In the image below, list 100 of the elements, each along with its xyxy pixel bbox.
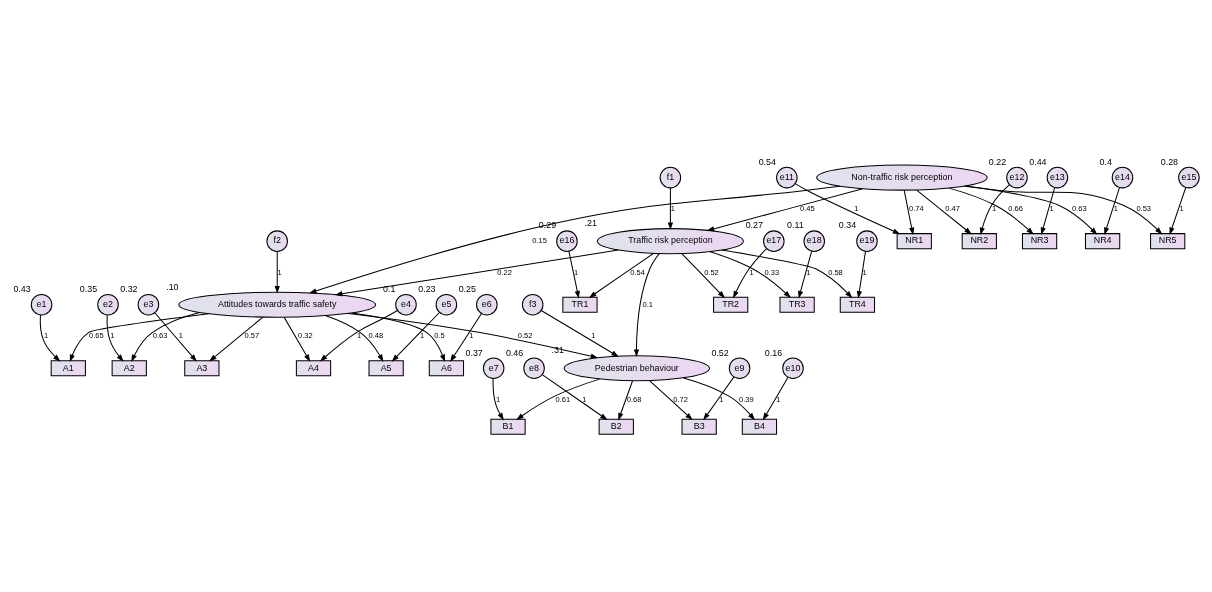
node-label: 0.52 <box>711 347 729 358</box>
arrow <box>540 309 619 357</box>
arrow <box>798 250 813 299</box>
node-circle: e6 <box>476 293 498 316</box>
edge-label: 1 <box>862 267 867 277</box>
edge-label: 1 <box>776 394 781 404</box>
edge-label: 1 <box>991 204 997 214</box>
node-box: B2 <box>598 418 634 435</box>
node-box: NR4 <box>1084 233 1121 250</box>
arrow <box>1169 186 1187 236</box>
edge-label: 0.57 <box>244 331 260 341</box>
node-circle: e1 <box>30 293 53 316</box>
edge-label: 1 <box>1049 204 1054 214</box>
arrow <box>733 248 768 299</box>
arrow <box>131 312 201 363</box>
arrow <box>667 187 674 231</box>
node-label: 0.28 <box>1160 156 1179 167</box>
node-label: 0.23 <box>418 283 436 294</box>
node-label: 0.32 <box>120 283 138 294</box>
node-circle: f2 <box>266 230 288 252</box>
edge-label: 0.5 <box>434 331 445 341</box>
node-box: A4 <box>295 360 332 377</box>
edge-label: 1 <box>469 331 474 341</box>
node-circle: e16 <box>556 230 578 252</box>
edge-label: 1 <box>1179 204 1184 214</box>
edge-label: 0.22 <box>497 267 512 277</box>
node-box: TR2 <box>713 296 749 313</box>
arrow <box>965 185 1098 235</box>
arrow <box>588 253 654 298</box>
node-circle: e12 <box>1006 166 1028 189</box>
arrow <box>856 251 866 299</box>
arrow <box>492 378 504 421</box>
node-label: 0.34 <box>838 220 857 231</box>
edge-label: 1 <box>178 331 184 341</box>
arrow <box>154 312 197 362</box>
edge-label: 0.61 <box>555 394 571 404</box>
node-circle: e4 <box>395 293 417 316</box>
edge-label: 0.74 <box>908 204 924 214</box>
edge-label: 1 <box>670 204 675 214</box>
node-circle: e5 <box>435 293 458 316</box>
arrow <box>541 374 608 421</box>
node-label: 0.22 <box>988 156 1007 167</box>
edge-label: 0.15 <box>532 236 547 246</box>
arrow <box>948 187 1034 235</box>
edge-label: 1 <box>719 394 724 404</box>
node-circle: e19 <box>856 230 878 252</box>
node-label: .10 <box>166 281 179 292</box>
node-label: 0.44 <box>1029 156 1047 167</box>
edge-label: 1 <box>591 331 596 341</box>
node-label: 0.43 <box>13 283 31 294</box>
arrow <box>964 185 1163 235</box>
arrow <box>618 380 633 421</box>
edge-label: 0.63 <box>1072 204 1087 214</box>
edge-label: 0.58 <box>828 267 843 277</box>
node-box: B1 <box>490 418 526 435</box>
edge-label: 0.63 <box>152 331 168 341</box>
node-circle: e2 <box>97 293 119 316</box>
edge-label: 0.32 <box>297 331 313 341</box>
edge-label: 1 <box>419 331 425 341</box>
edge-label: 0.53 <box>1136 204 1152 214</box>
node-circle: e8 <box>523 357 545 380</box>
arrow <box>681 253 726 299</box>
node-box: B3 <box>681 418 717 435</box>
arrow <box>682 377 756 421</box>
edge-label: 0.52 <box>704 267 719 277</box>
node-label: 0.46 <box>505 347 524 358</box>
edge-label: 1 <box>1113 204 1119 214</box>
edge-label: 0.52 <box>517 331 533 341</box>
node-label: 0.16 <box>764 347 783 358</box>
node-circle: e15 <box>1178 166 1200 189</box>
node-circle: e11 <box>776 166 798 189</box>
edge-label: 1 <box>277 267 282 277</box>
edge-label: 1 <box>43 331 49 341</box>
node-ellipse: Non-traffic risk perception <box>816 164 988 191</box>
arrow <box>649 380 693 421</box>
node-box: TR4 <box>839 296 876 313</box>
node-box: A3 <box>184 360 220 377</box>
arrow <box>351 312 445 363</box>
edge-label: 0.66 <box>1008 204 1023 214</box>
edge-label: 0.65 <box>89 331 104 341</box>
node-box: TR1 <box>562 296 598 313</box>
arrow <box>516 378 601 420</box>
arrow <box>283 316 311 362</box>
edge-label: 1 <box>749 267 754 277</box>
edge-label: 0.1 <box>642 299 654 309</box>
edge-label: 1 <box>806 267 811 277</box>
arrow <box>391 312 440 362</box>
edge-label: 1 <box>110 331 115 341</box>
arrow <box>794 183 901 235</box>
node-label: 0.11 <box>787 220 804 231</box>
arrow <box>209 316 264 362</box>
arrow <box>979 184 1010 236</box>
arrow <box>450 313 483 362</box>
node-box: NR3 <box>1021 233 1058 250</box>
node-box: A6 <box>428 360 465 377</box>
arrow <box>709 251 791 298</box>
arrow <box>309 185 841 294</box>
node-circle: e3 <box>137 293 160 316</box>
arrow <box>568 250 580 299</box>
node-circle: e7 <box>482 357 505 380</box>
